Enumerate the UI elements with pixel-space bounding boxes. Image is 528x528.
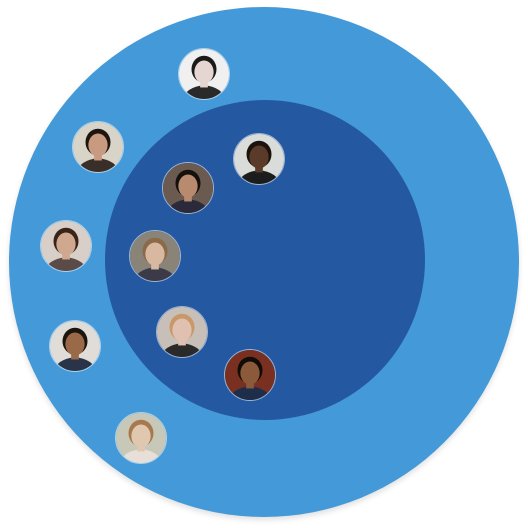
person-photo-icon — [225, 350, 275, 400]
member-avatar[interactable] — [156, 306, 208, 358]
member-avatar[interactable] — [178, 48, 230, 100]
person-photo-icon — [179, 49, 229, 99]
person-photo-icon — [50, 321, 100, 371]
person-photo-icon — [116, 413, 166, 463]
member-avatar[interactable] — [72, 121, 124, 173]
person-photo-icon — [163, 163, 213, 213]
member-avatar[interactable] — [162, 162, 214, 214]
member-avatar[interactable] — [224, 349, 276, 401]
person-photo-icon — [130, 231, 180, 281]
person-photo-icon — [41, 221, 91, 271]
member-avatar[interactable] — [129, 230, 181, 282]
member-avatar[interactable] — [115, 412, 167, 464]
member-avatar[interactable] — [40, 220, 92, 272]
person-photo-icon — [73, 122, 123, 172]
member-avatar[interactable] — [233, 133, 285, 185]
member-avatar[interactable] — [49, 320, 101, 372]
person-photo-icon — [157, 307, 207, 357]
person-photo-icon — [234, 134, 284, 184]
